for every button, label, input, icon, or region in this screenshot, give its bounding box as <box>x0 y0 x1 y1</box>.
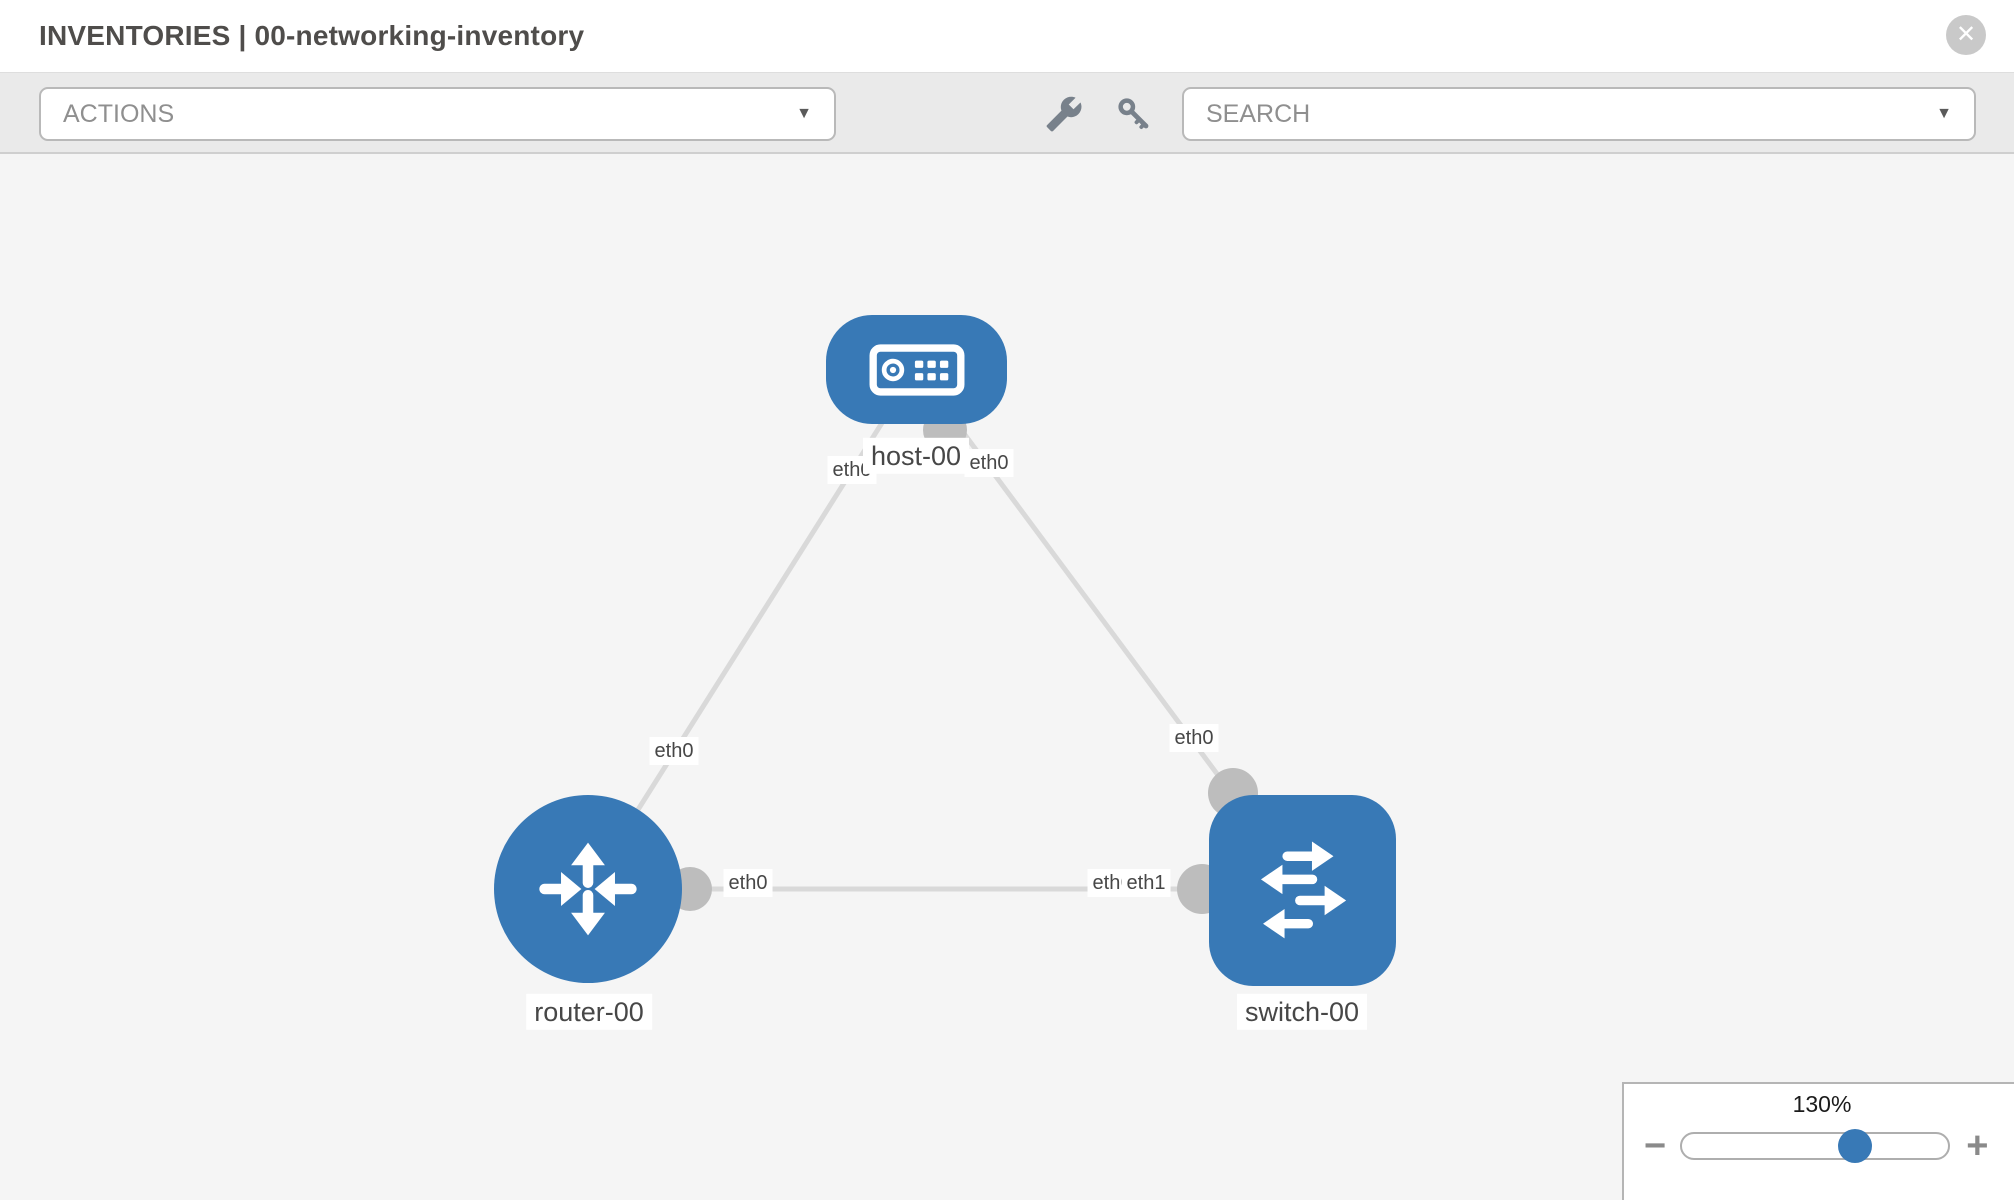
topology-canvas[interactable]: host-00 router-00 switch-00 eth0 eth0 et… <box>0 154 2014 1200</box>
host-icon <box>869 343 964 396</box>
interface-label-router-eth0: eth0 <box>723 869 773 897</box>
node-label-host: host-00 <box>862 437 970 475</box>
zoom-control-panel: 130% − + <box>1622 1082 2014 1200</box>
node-router-00[interactable] <box>494 795 682 983</box>
router-icon <box>539 842 637 936</box>
interface-label-host-eth0-right: eth0 <box>964 449 1014 477</box>
chevron-down-icon: ▼ <box>796 105 812 122</box>
zoom-slider-row: − + <box>1624 1118 2014 1174</box>
key-icon <box>1118 98 1149 129</box>
zoom-out-button[interactable]: − <box>1644 1125 1667 1167</box>
node-label-router: router-00 <box>526 993 652 1031</box>
switch-icon <box>1260 840 1346 938</box>
chevron-down-icon: ▼ <box>1936 105 1952 122</box>
interface-label-switch-eth0: eth0 <box>1169 724 1219 752</box>
edge-host-router <box>585 367 919 891</box>
topology-graph <box>585 367 1258 914</box>
header: INVENTORIES | 00-networking-inventory ✕ <box>0 0 2014 72</box>
interface-label-switch-eth1: eth1 <box>1121 869 1171 897</box>
wrench-icon <box>1046 96 1082 132</box>
tools-button[interactable] <box>1042 92 1086 136</box>
actions-dropdown-label: ACTIONS <box>63 99 175 128</box>
zoom-in-button[interactable]: + <box>1966 1125 1989 1167</box>
node-host-00[interactable] <box>826 315 1007 424</box>
zoom-slider[interactable] <box>1680 1129 1951 1163</box>
search-dropdown-label: SEARCH <box>1206 99 1311 128</box>
search-dropdown[interactable]: SEARCH ▼ <box>1182 87 1976 141</box>
node-switch-00[interactable] <box>1209 795 1396 986</box>
toolbar: ACTIONS ▼ SEARCH ▼ <box>0 72 2014 154</box>
page-title: INVENTORIES | 00-networking-inventory <box>39 20 585 51</box>
zoom-slider-thumb[interactable] <box>1838 1129 1873 1163</box>
actions-dropdown[interactable]: ACTIONS ▼ <box>39 87 836 141</box>
close-icon: ✕ <box>1955 21 1977 48</box>
interface-label-router-eth0-top: eth0 <box>649 737 699 765</box>
credentials-button[interactable] <box>1112 92 1156 136</box>
node-label-switch: switch-00 <box>1236 993 1368 1031</box>
zoom-level-label: 130% <box>1792 1091 1852 1117</box>
close-button[interactable]: ✕ <box>1946 15 1986 55</box>
